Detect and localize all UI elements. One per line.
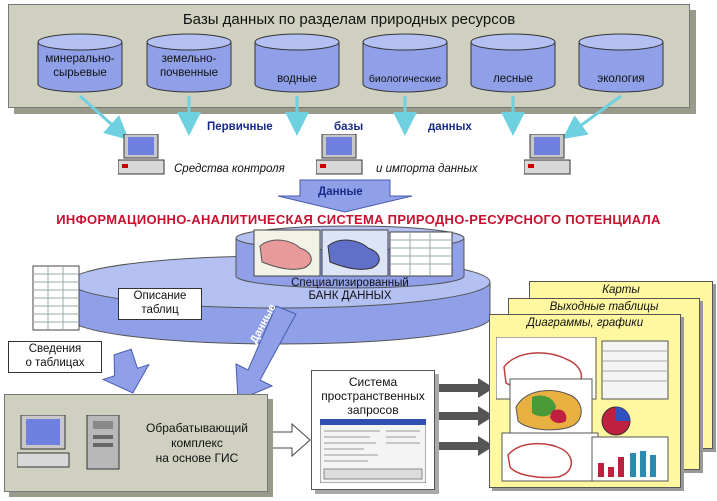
gis-complex-label: Обрабатывающий комплекс на основе ГИС [137,421,257,466]
query-system-box: Система пространственных запросов [311,370,435,490]
database-mineral: минерально-сырьевые [36,32,124,94]
database-label: земельно- [161,53,217,65]
primary-word-2: базы [334,121,364,133]
bank-to-gis-arrow [235,305,297,401]
gis-label-line: на основе ГИС [155,451,239,465]
database-label: биологические [368,73,442,85]
database-label: экология [597,73,645,85]
bank-table-thumb [389,231,453,277]
gis-complex-panel: Обрабатывающий комплекс на основе ГИС [4,394,268,492]
database-biological: биологические [361,32,449,94]
computer-icon [524,134,571,175]
query-label-line: Система [348,375,398,389]
gis-label-line: комплекс [171,436,223,450]
arrow-mineral [78,94,129,141]
output-charts-sheet: Диаграммы, графики [489,314,681,488]
callout-line: таблиц [141,304,179,316]
table-description-callout: Описание таблиц [118,288,202,320]
output-charts-label: Диаграммы, графики [526,317,644,329]
map-shape-icon [259,239,312,270]
gis-label-line: Обрабатывающий [146,421,248,435]
query-label-line: пространственных [321,389,425,403]
database-label: водные [277,73,317,85]
query-to-maps-arrow [436,378,494,398]
query-label-line: запросов [347,403,399,417]
database-label: сырьевые [53,67,107,79]
database-label: лесные [493,73,533,85]
database-land: земельно-почвенные [145,32,233,94]
database-water: водные [253,32,341,94]
query-to-charts-arrow [436,436,494,456]
output-thumbnails [496,337,669,482]
table-thumb [601,340,669,400]
query-window-thumb [320,419,426,483]
control-tools-label: Средства контроля [174,163,285,175]
gis-hardware-icon [17,415,120,470]
callout-line: о таблицах [25,357,85,369]
system-title: ИНФОРМАЦИОННО-АНАЛИТИЧЕСКАЯ СИСТЕМА ПРИР… [56,212,661,227]
table-info-callout: Сведения о таблицах [8,341,102,373]
query-to-tables-arrow [436,406,494,426]
bank-label-line1: Специализированный [291,277,409,289]
map-shape-icon [327,239,380,270]
callout-line: Описание [133,290,187,302]
import-tools-label: и импорта данных [376,163,478,175]
database-ecology: экология [577,32,665,94]
primary-word-1: Первичные [207,121,273,133]
computer-icon [316,134,363,175]
callout-line: Сведения [28,343,82,355]
bank-label-line2: БАНК ДАННЫХ [308,290,392,302]
query-system-label: Система пространственных запросов [312,375,434,417]
database-forest: лесные [469,32,557,94]
databases-panel-title: Базы данных по разделам природных ресурс… [182,11,516,28]
map-thumb-3 [501,432,599,482]
bank-label: Специализированный БАНК ДАННЫХ [270,277,430,303]
computer-icon [118,134,165,175]
arrow-ecology [562,94,622,140]
database-label: почвенные [159,67,219,79]
primary-word-3: данных [428,121,472,133]
info-arrow [101,348,150,394]
database-label: минерально- [45,53,115,65]
output-maps-label: Карты [602,284,640,296]
data-down-arrow [277,179,413,213]
data-arrow-label: Данные [318,186,363,198]
output-tables-label: Выходные таблицы [549,301,659,313]
gis-to-query-arrow [267,422,311,458]
